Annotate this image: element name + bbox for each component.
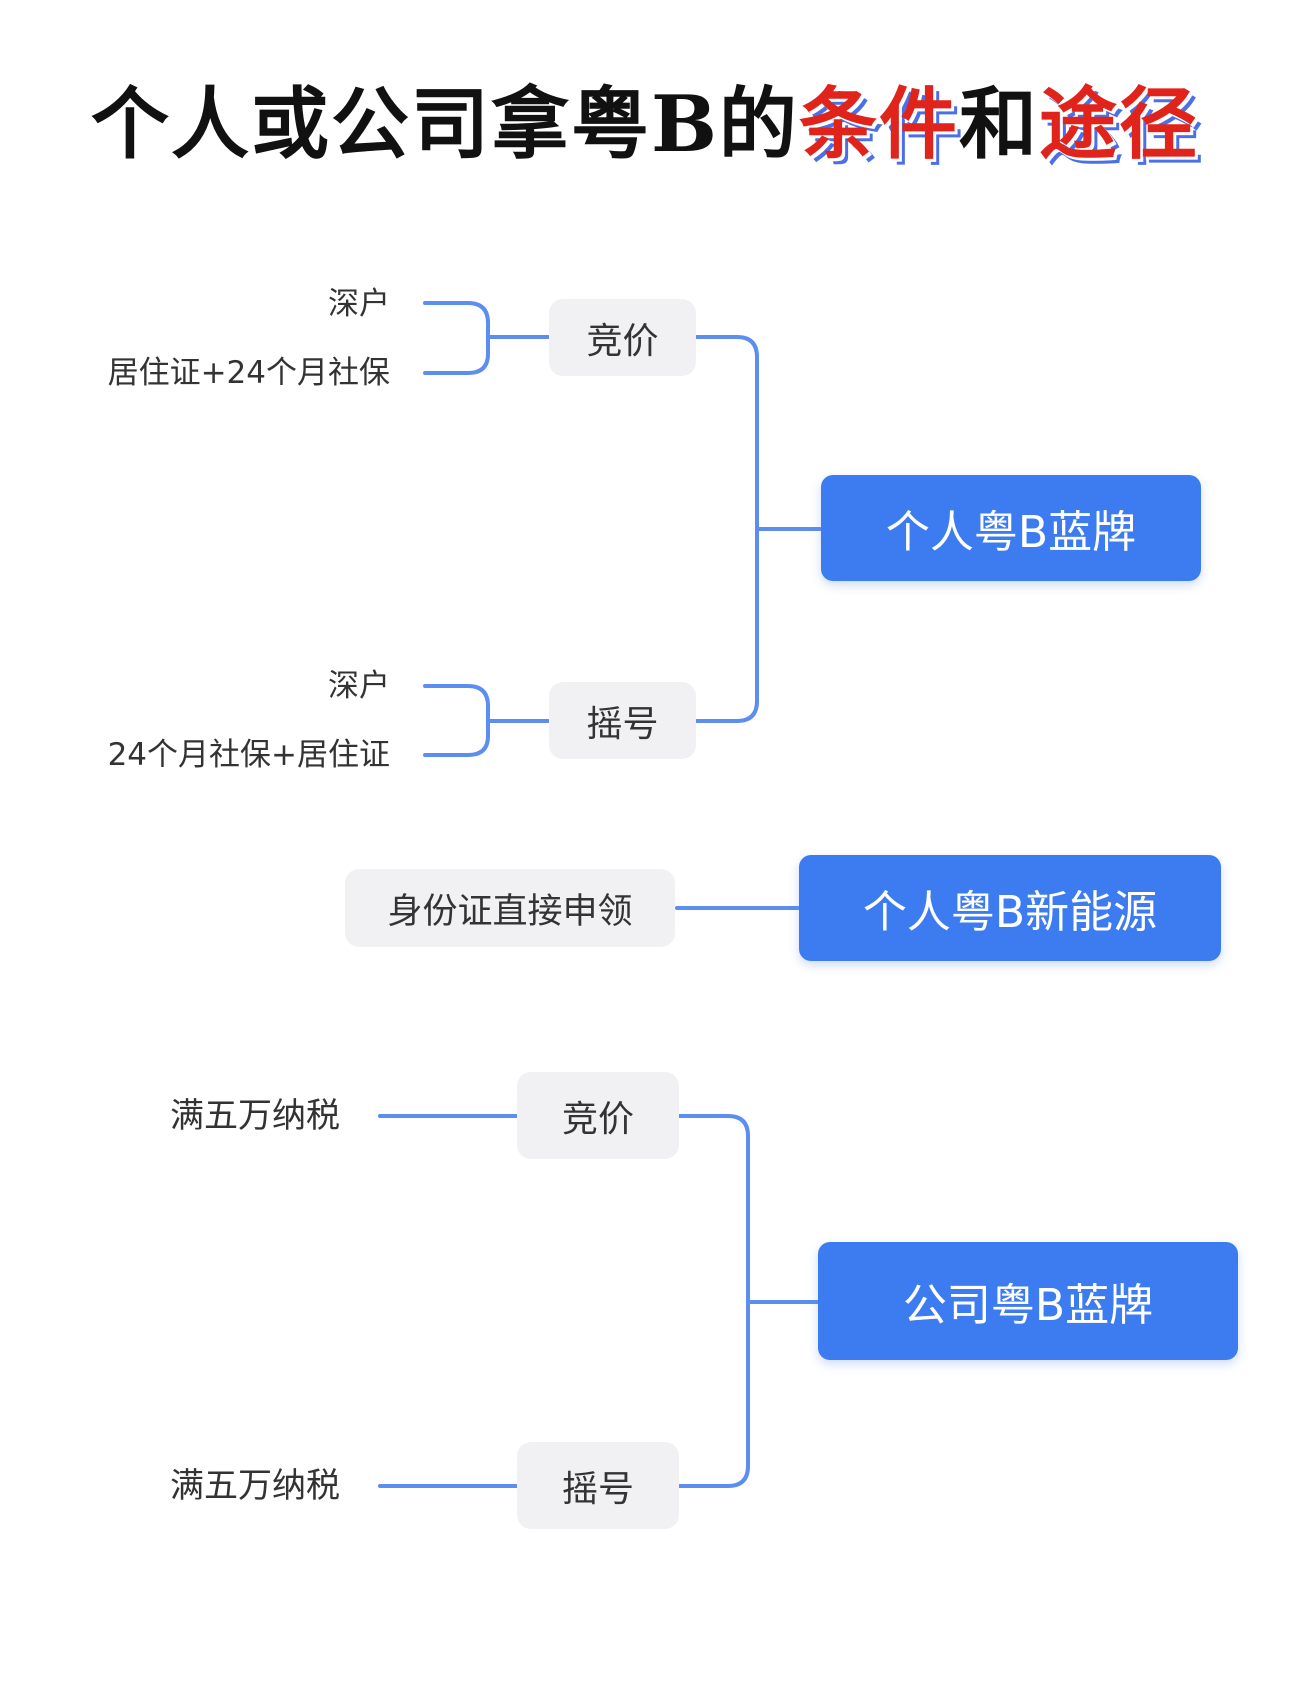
page-title: 个人或公司拿粤B的条件和途径	[0, 62, 1290, 174]
target-company-blue-plate: 公司粤B蓝牌	[818, 1242, 1238, 1360]
method-lottery-personal: 摇号	[549, 682, 696, 759]
connector-personal-trunk	[695, 335, 822, 723]
target-personal-new-energy-plate: 个人粤B新能源	[799, 855, 1221, 961]
title-highlight-routes: 途径	[1038, 79, 1199, 170]
condition-shenzhen-hukou-auction: 深户	[328, 286, 390, 322]
connector-company-trunk	[678, 1114, 819, 1488]
condition-social-security-residence-permit-lottery: 24个月社保+居住证	[107, 737, 390, 773]
method-lottery-company: 摇号	[517, 1442, 679, 1529]
condition-tax-50k-lottery: 满五万纳税	[170, 1466, 340, 1506]
target-personal-blue-plate: 个人粤B蓝牌	[821, 475, 1201, 581]
title-part-1: 个人或公司拿粤B的	[91, 79, 799, 170]
connector-personal-auction-bracket	[423, 301, 550, 375]
condition-tax-50k-auction: 满五万纳税	[170, 1096, 340, 1136]
title-highlight-conditions: 条件	[798, 79, 959, 170]
method-auction-personal: 竞价	[549, 299, 696, 376]
condition-shenzhen-hukou-lottery: 深户	[328, 668, 390, 704]
connector-personal-lottery-bracket	[423, 684, 550, 757]
method-auction-company: 竞价	[517, 1072, 679, 1159]
title-part-2: 和	[958, 79, 1039, 170]
condition-residence-permit-social-security-auction: 居住证+24个月社保	[107, 355, 390, 391]
method-id-card-direct-apply: 身份证直接申领	[345, 869, 675, 947]
